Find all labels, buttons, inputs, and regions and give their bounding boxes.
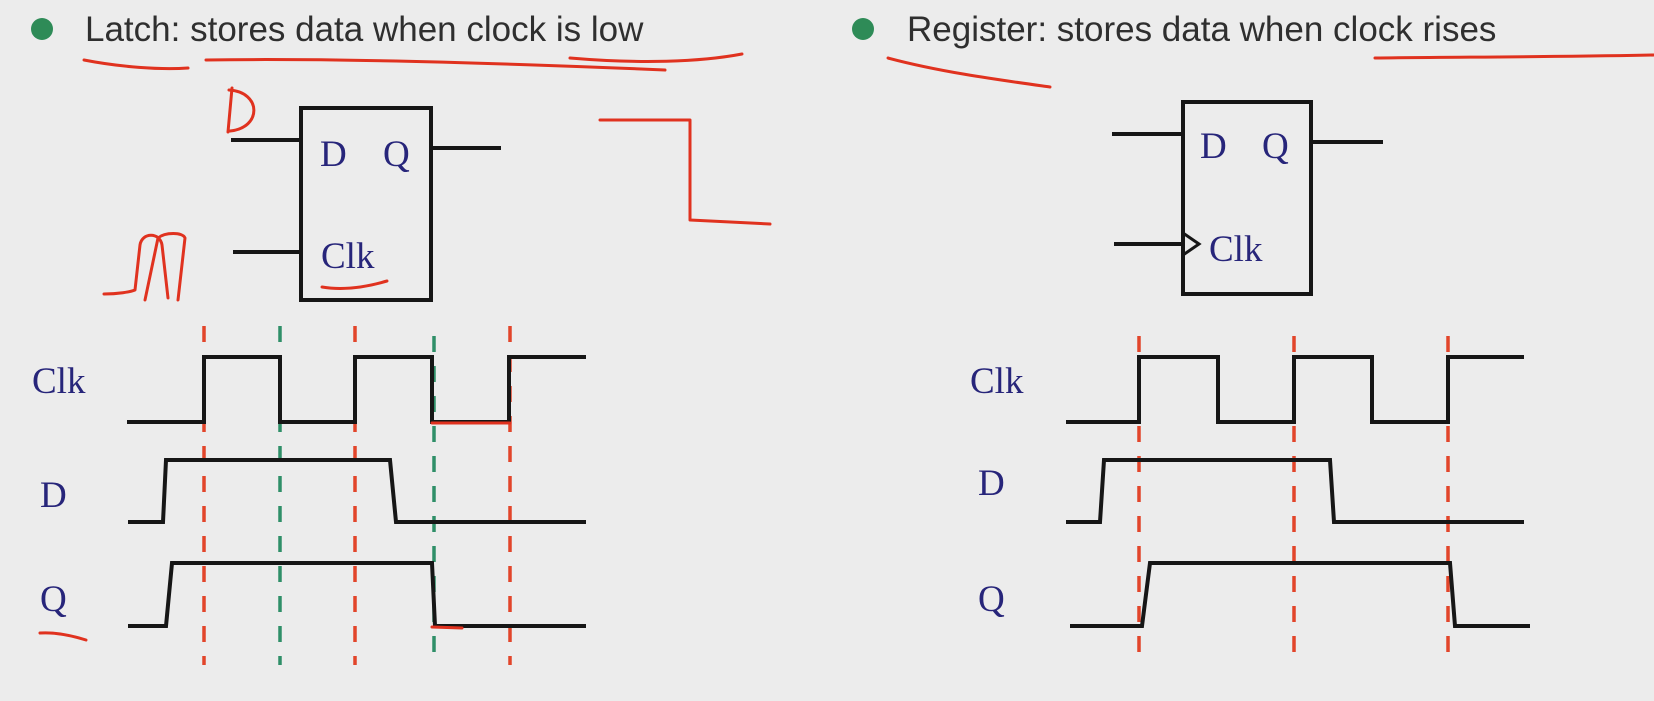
- latch-q-waveform: [128, 561, 586, 628]
- register-heading: Register: stores data when clock rises: [907, 10, 1497, 49]
- latch-waveforms: [127, 355, 586, 628]
- latch-heading-separator: :: [170, 10, 181, 49]
- latch-block-d-label: D: [320, 134, 347, 175]
- handwritten-annotations: [38, 52, 1654, 642]
- latch-clk-waveform: [127, 355, 586, 424]
- register-q-waveform: [1070, 561, 1530, 628]
- latch-heading-term: Latch: [85, 10, 171, 49]
- latch-bullet: [31, 18, 53, 40]
- latch-heading-description: stores data when clock is low: [190, 10, 644, 49]
- latch-q-underline: [38, 631, 88, 642]
- latch-block-box: [299, 106, 433, 302]
- register-waveforms: [1066, 355, 1530, 628]
- scrawl-d-stem: [226, 86, 234, 134]
- latch-heading: Latch: stores data when clock is low: [85, 12, 643, 47]
- latch-q-signal-label: Q: [40, 579, 67, 620]
- latch-block-clk-label: Clk: [321, 236, 375, 277]
- register-guide-lines: [1137, 336, 1450, 665]
- register-d-signal-label: D: [978, 463, 1005, 504]
- latch-d-waveform: [128, 458, 586, 524]
- step-down-sketch: [598, 118, 772, 226]
- register-q-signal-label: Q: [978, 579, 1005, 620]
- register-block-d-label: D: [1200, 126, 1227, 167]
- underline-clk-label: [320, 279, 389, 290]
- register-clk-signal-label: Clk: [970, 361, 1024, 402]
- register-block-clk-label: Clk: [1209, 229, 1263, 270]
- register-block-box: [1181, 100, 1313, 296]
- latch-block-q-label: Q: [383, 134, 410, 175]
- register-block: [1112, 100, 1383, 296]
- scrawl-d-bowl: [227, 88, 256, 133]
- latch-d-signal-label: D: [40, 475, 67, 516]
- scrawl-clock-pulse: [102, 232, 187, 302]
- latch-block: [231, 106, 501, 302]
- latch-clk-signal-label: Clk: [32, 361, 86, 402]
- register-bullet: [852, 18, 874, 40]
- underline-clock-rises: [1373, 53, 1654, 60]
- underline-register: [886, 56, 1052, 89]
- underline-is-low: [568, 52, 744, 63]
- latch-q-tail-mark: [430, 625, 464, 630]
- register-clk-waveform: [1066, 355, 1524, 424]
- register-clock-edge-triangle: [1182, 231, 1202, 257]
- underline-stores-data: [204, 58, 667, 72]
- register-d-waveform: [1066, 458, 1524, 524]
- underline-latch: [82, 58, 190, 71]
- register-block-q-label: Q: [1262, 126, 1289, 167]
